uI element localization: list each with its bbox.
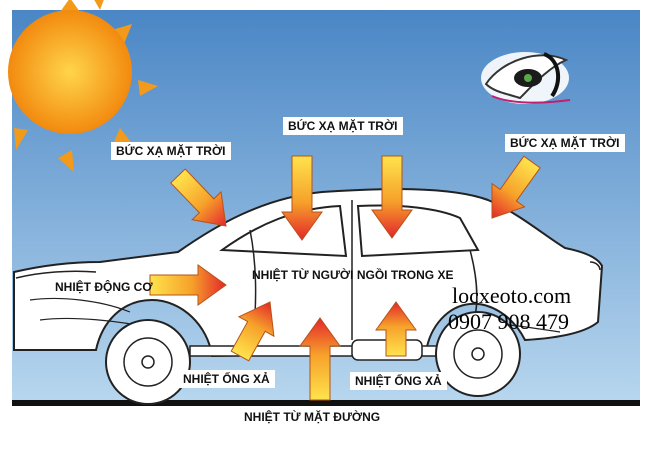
arrow-exhaust-right: [375, 301, 417, 357]
label-solar-radiation-left: BỨC XẠ MẶT TRỜI: [111, 142, 231, 160]
brand-website: locxeoto.com: [452, 283, 572, 308]
car-with-eye-logo-icon: [481, 52, 571, 104]
brand-phone: 0907 908 479: [448, 309, 569, 334]
rear-wheel: [435, 311, 521, 397]
label-road-heat: NHIỆT TỪ MẶT ĐƯỜNG: [244, 410, 381, 424]
label-solar-radiation-top: BỨC XẠ MẶT TRỜI: [283, 117, 403, 135]
front-wheel: [105, 319, 191, 405]
label-solar-radiation-right: BỨC XẠ MẶT TRỜI: [505, 134, 625, 152]
label-engine-heat: NHIỆT ĐỘNG CƠ: [55, 280, 153, 294]
road-line: [12, 400, 640, 406]
arrow-solar-top-left: [281, 155, 323, 241]
arrow-solar-left: [170, 168, 227, 227]
sun-icon: [8, 0, 158, 172]
arrow-solar-top-right: [371, 155, 413, 239]
arrow-road-heat: [299, 317, 341, 401]
label-occupant-heat: NHIỆT TỪ NGƯỜI NGỒI TRONG XE: [252, 268, 454, 282]
arrow-solar-right: [491, 155, 541, 219]
heat-arrows: [149, 155, 541, 401]
arrow-engine-heat: [149, 264, 227, 306]
label-exhaust-heat-right: NHIỆT ỐNG XẢ: [350, 372, 447, 390]
label-exhaust-heat-left: NHIỆT ỐNG XẢ: [178, 370, 275, 388]
arrow-exhaust-left: [230, 301, 275, 362]
